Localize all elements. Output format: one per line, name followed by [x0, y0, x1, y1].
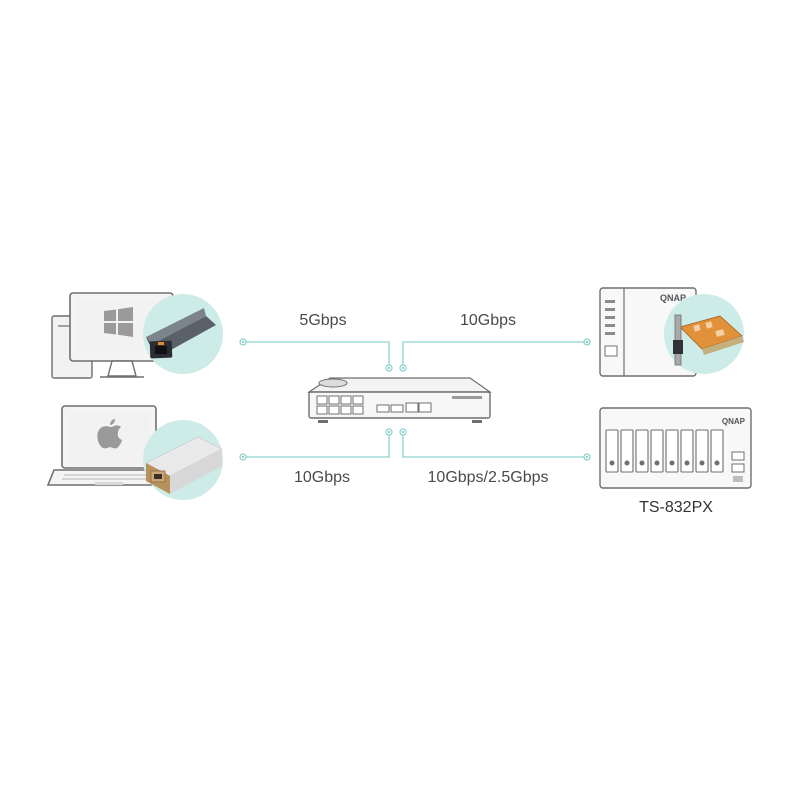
link-nas-top-to-switch [402, 341, 587, 368]
thunderbolt-10gbe-adapter [143, 420, 223, 500]
drive-bays [605, 429, 724, 473]
nas-bottom-brand: QNAP [722, 417, 746, 426]
speed-label-nas-top: 10Gbps [460, 312, 516, 329]
speed-label-pc: 5Gbps [299, 312, 346, 329]
link-nas-bottom-to-switch [402, 432, 587, 458]
connection-lines [243, 341, 587, 458]
apple-logo-icon [97, 419, 122, 449]
nas-top-brand: QNAP [660, 293, 686, 303]
usb-5gbe-adapter [143, 294, 223, 374]
link-mac-to-switch [243, 432, 390, 458]
speed-label-nas-bottom: 10Gbps/2.5Gbps [428, 469, 549, 486]
qm2-expansion-card [664, 294, 744, 374]
switch-sfp-ports [376, 402, 432, 413]
nas-ts832px: QNAP [599, 407, 752, 489]
speed-label-mac: 10Gbps [294, 469, 350, 486]
qnap-switch [307, 377, 492, 423]
windows-logo-icon [104, 307, 133, 337]
switch-rj45-ports [316, 395, 364, 415]
link-pc-to-switch [243, 341, 390, 368]
macbook-laptop [46, 405, 174, 486]
nas-model-label: TS-832PX [639, 499, 713, 516]
